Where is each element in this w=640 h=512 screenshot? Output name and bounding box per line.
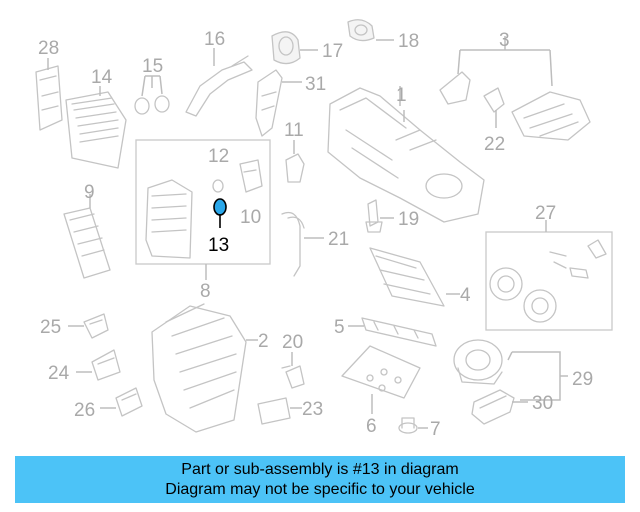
callout-4: 4 xyxy=(460,285,471,306)
callout-11: 11 xyxy=(284,120,304,141)
part-20-drawing xyxy=(281,352,305,389)
part-28-drawing xyxy=(35,58,63,131)
banner-line-disclaimer: Diagram may not be specific to your vehi… xyxy=(165,481,475,498)
callout-8: 8 xyxy=(200,281,211,302)
callout-22: 22 xyxy=(484,134,505,155)
part-6-drawing xyxy=(341,345,421,414)
callout-18: 18 xyxy=(398,31,419,52)
part-3-drawing xyxy=(439,36,591,141)
part-18-drawing xyxy=(347,19,394,42)
callout-2: 2 xyxy=(258,331,269,352)
callout-1: 1 xyxy=(396,85,407,106)
banner-line-part: Part or sub-assembly is #13 in diagram xyxy=(181,461,459,478)
part-13-drawing xyxy=(213,198,227,228)
callout-21: 21 xyxy=(328,229,349,250)
part-31-drawing xyxy=(255,69,302,137)
part-17-drawing xyxy=(271,31,318,65)
callout-5: 5 xyxy=(334,317,345,338)
callout-16: 16 xyxy=(204,29,225,50)
part-11-drawing xyxy=(285,140,305,183)
part-19-drawing xyxy=(365,199,394,233)
part-7-drawing xyxy=(398,417,428,434)
callout-31: 31 xyxy=(305,74,326,95)
part-15-drawing xyxy=(134,75,170,115)
callout-19: 19 xyxy=(398,209,419,230)
part-23-drawing xyxy=(257,397,302,425)
callout-13: 13 xyxy=(208,235,229,256)
callout-3: 3 xyxy=(499,30,510,51)
callout-7: 7 xyxy=(430,419,441,440)
info-banner: Part or sub-assembly is #13 in diagram D… xyxy=(15,456,625,503)
part-27-box xyxy=(485,220,613,331)
part-25-drawing xyxy=(68,313,109,339)
callout-23: 23 xyxy=(302,399,323,420)
callout-27: 27 xyxy=(535,203,556,224)
callout-15: 15 xyxy=(142,56,163,77)
part-29-drawing xyxy=(453,339,568,401)
callout-6: 6 xyxy=(366,416,377,437)
part-24-drawing xyxy=(76,349,121,381)
callout-29: 29 xyxy=(572,369,593,390)
callout-labels: 28 14 15 16 17 18 3 1 31 22 9 12 11 10 1… xyxy=(38,29,593,440)
part-30-drawing xyxy=(471,389,528,425)
callout-10: 10 xyxy=(240,207,261,228)
part-14-drawing xyxy=(65,86,127,169)
callout-12: 12 xyxy=(208,146,229,167)
part-2-drawing xyxy=(151,303,258,433)
part-8-box xyxy=(135,139,271,280)
callout-24: 24 xyxy=(48,363,70,384)
callout-25: 25 xyxy=(40,317,61,338)
callout-20: 20 xyxy=(282,332,303,353)
callout-14: 14 xyxy=(91,67,113,88)
callout-28: 28 xyxy=(38,38,59,59)
part-4-drawing xyxy=(369,247,460,307)
callout-17: 17 xyxy=(322,41,343,62)
part-26-drawing xyxy=(100,387,143,417)
callout-9: 9 xyxy=(84,182,95,203)
callout-30: 30 xyxy=(532,393,553,414)
part-1-drawing xyxy=(327,86,485,223)
callout-26: 26 xyxy=(74,400,95,421)
part-9-drawing xyxy=(63,194,111,279)
parts-diagram: 28 14 15 16 17 18 3 1 31 22 9 12 11 10 1… xyxy=(35,19,613,440)
part-5-drawing xyxy=(348,317,437,347)
part-16-drawing xyxy=(185,48,253,117)
part-21-drawing xyxy=(281,211,324,277)
